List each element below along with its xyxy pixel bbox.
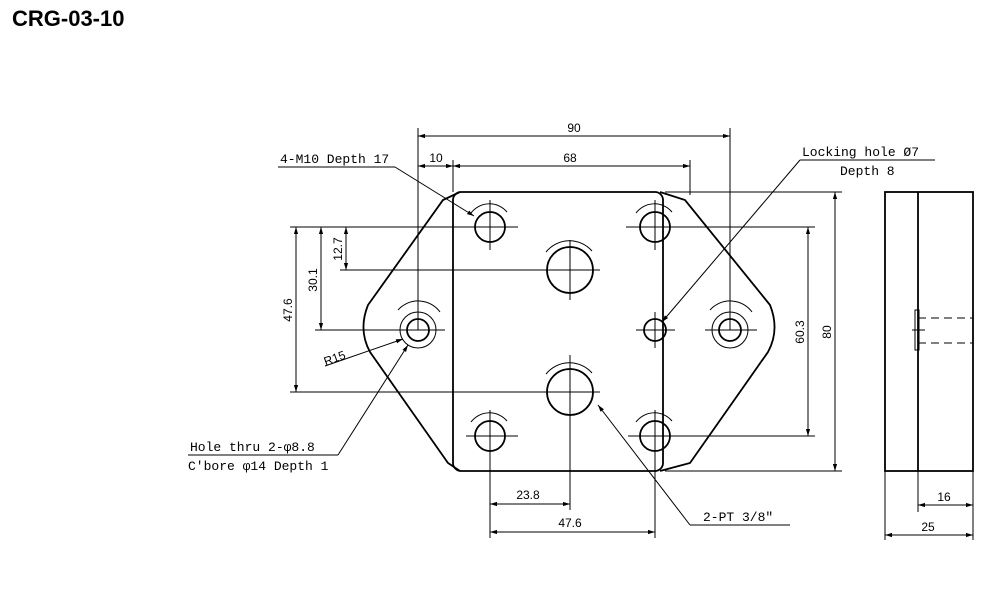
side-view — [884, 191, 974, 472]
tap-hole-bottom-right — [628, 410, 680, 470]
dim-23-8-label: 23.8 — [516, 488, 540, 502]
dimension-16: 16 — [917, 471, 974, 540]
leader-thru-hole: Hole thru 2-φ8.8 C'bore φ14 Depth 1 — [188, 344, 409, 474]
cbore-label: C'bore φ14 Depth 1 — [188, 459, 329, 474]
dim-47-6-h-label: 47.6 — [558, 516, 582, 530]
dimension-47-6-vertical: 47.6 — [281, 226, 545, 393]
thru-hole-left — [393, 300, 445, 349]
leader-pt-ports: 2-PT 3/8" — [597, 404, 790, 526]
pt-port-bottom — [540, 355, 600, 420]
dimension-47-6-horizontal: 47.6 — [490, 470, 656, 538]
dimension-30-1: 30.1 — [306, 227, 400, 331]
dim-90-label: 90 — [567, 121, 581, 135]
dim-30-1-label: 30.1 — [306, 268, 320, 292]
tap-hole-bottom-left — [466, 410, 518, 470]
leader-tap-holes: 4-M10 Depth 17 — [278, 152, 475, 217]
locking-hole — [636, 312, 675, 348]
dim-12-7-label: 12.7 — [331, 237, 345, 261]
dimension-10: 10 — [418, 151, 453, 169]
thru-hole-label: Hole thru 2-φ8.8 — [190, 440, 315, 455]
dim-68-label: 68 — [563, 151, 577, 165]
page-title: CRG-03-10 — [12, 6, 125, 31]
tap-hole-top-right — [626, 200, 680, 250]
tap-hole-top-left — [466, 200, 518, 250]
dimension-r15: R15 — [322, 338, 404, 369]
plate-outline — [362, 191, 776, 472]
dim-60-3-label: 60.3 — [793, 320, 807, 344]
dimension-60-3: 60.3 — [680, 226, 815, 437]
dim-25-label: 25 — [921, 520, 935, 534]
dim-10-label: 10 — [429, 151, 443, 165]
locking-hole-depth-label: Depth 8 — [840, 164, 895, 179]
thru-hole-right — [705, 300, 757, 349]
dim-47-6-v-label: 47.6 — [281, 298, 295, 322]
dim-r15-label: R15 — [322, 348, 348, 369]
pt-ports-label: 2-PT 3/8" — [703, 510, 773, 525]
dimension-25: 25 — [884, 471, 973, 540]
tap-holes-label: 4-M10 Depth 17 — [280, 152, 389, 167]
dimension-23-8: 23.8 — [489, 420, 571, 538]
dimension-12-7: 12.7 — [331, 227, 545, 271]
pt-port-top — [540, 240, 600, 300]
dim-16-label: 16 — [937, 490, 951, 504]
leader-locking-hole: Locking hole Ø7 Depth 8 — [661, 145, 935, 323]
dimension-68: 68 — [452, 151, 691, 195]
dimension-80: 80 — [665, 191, 842, 472]
dim-80-label: 80 — [820, 325, 834, 339]
dimension-90: 90 — [417, 121, 731, 330]
locking-hole-label: Locking hole Ø7 — [802, 145, 919, 160]
